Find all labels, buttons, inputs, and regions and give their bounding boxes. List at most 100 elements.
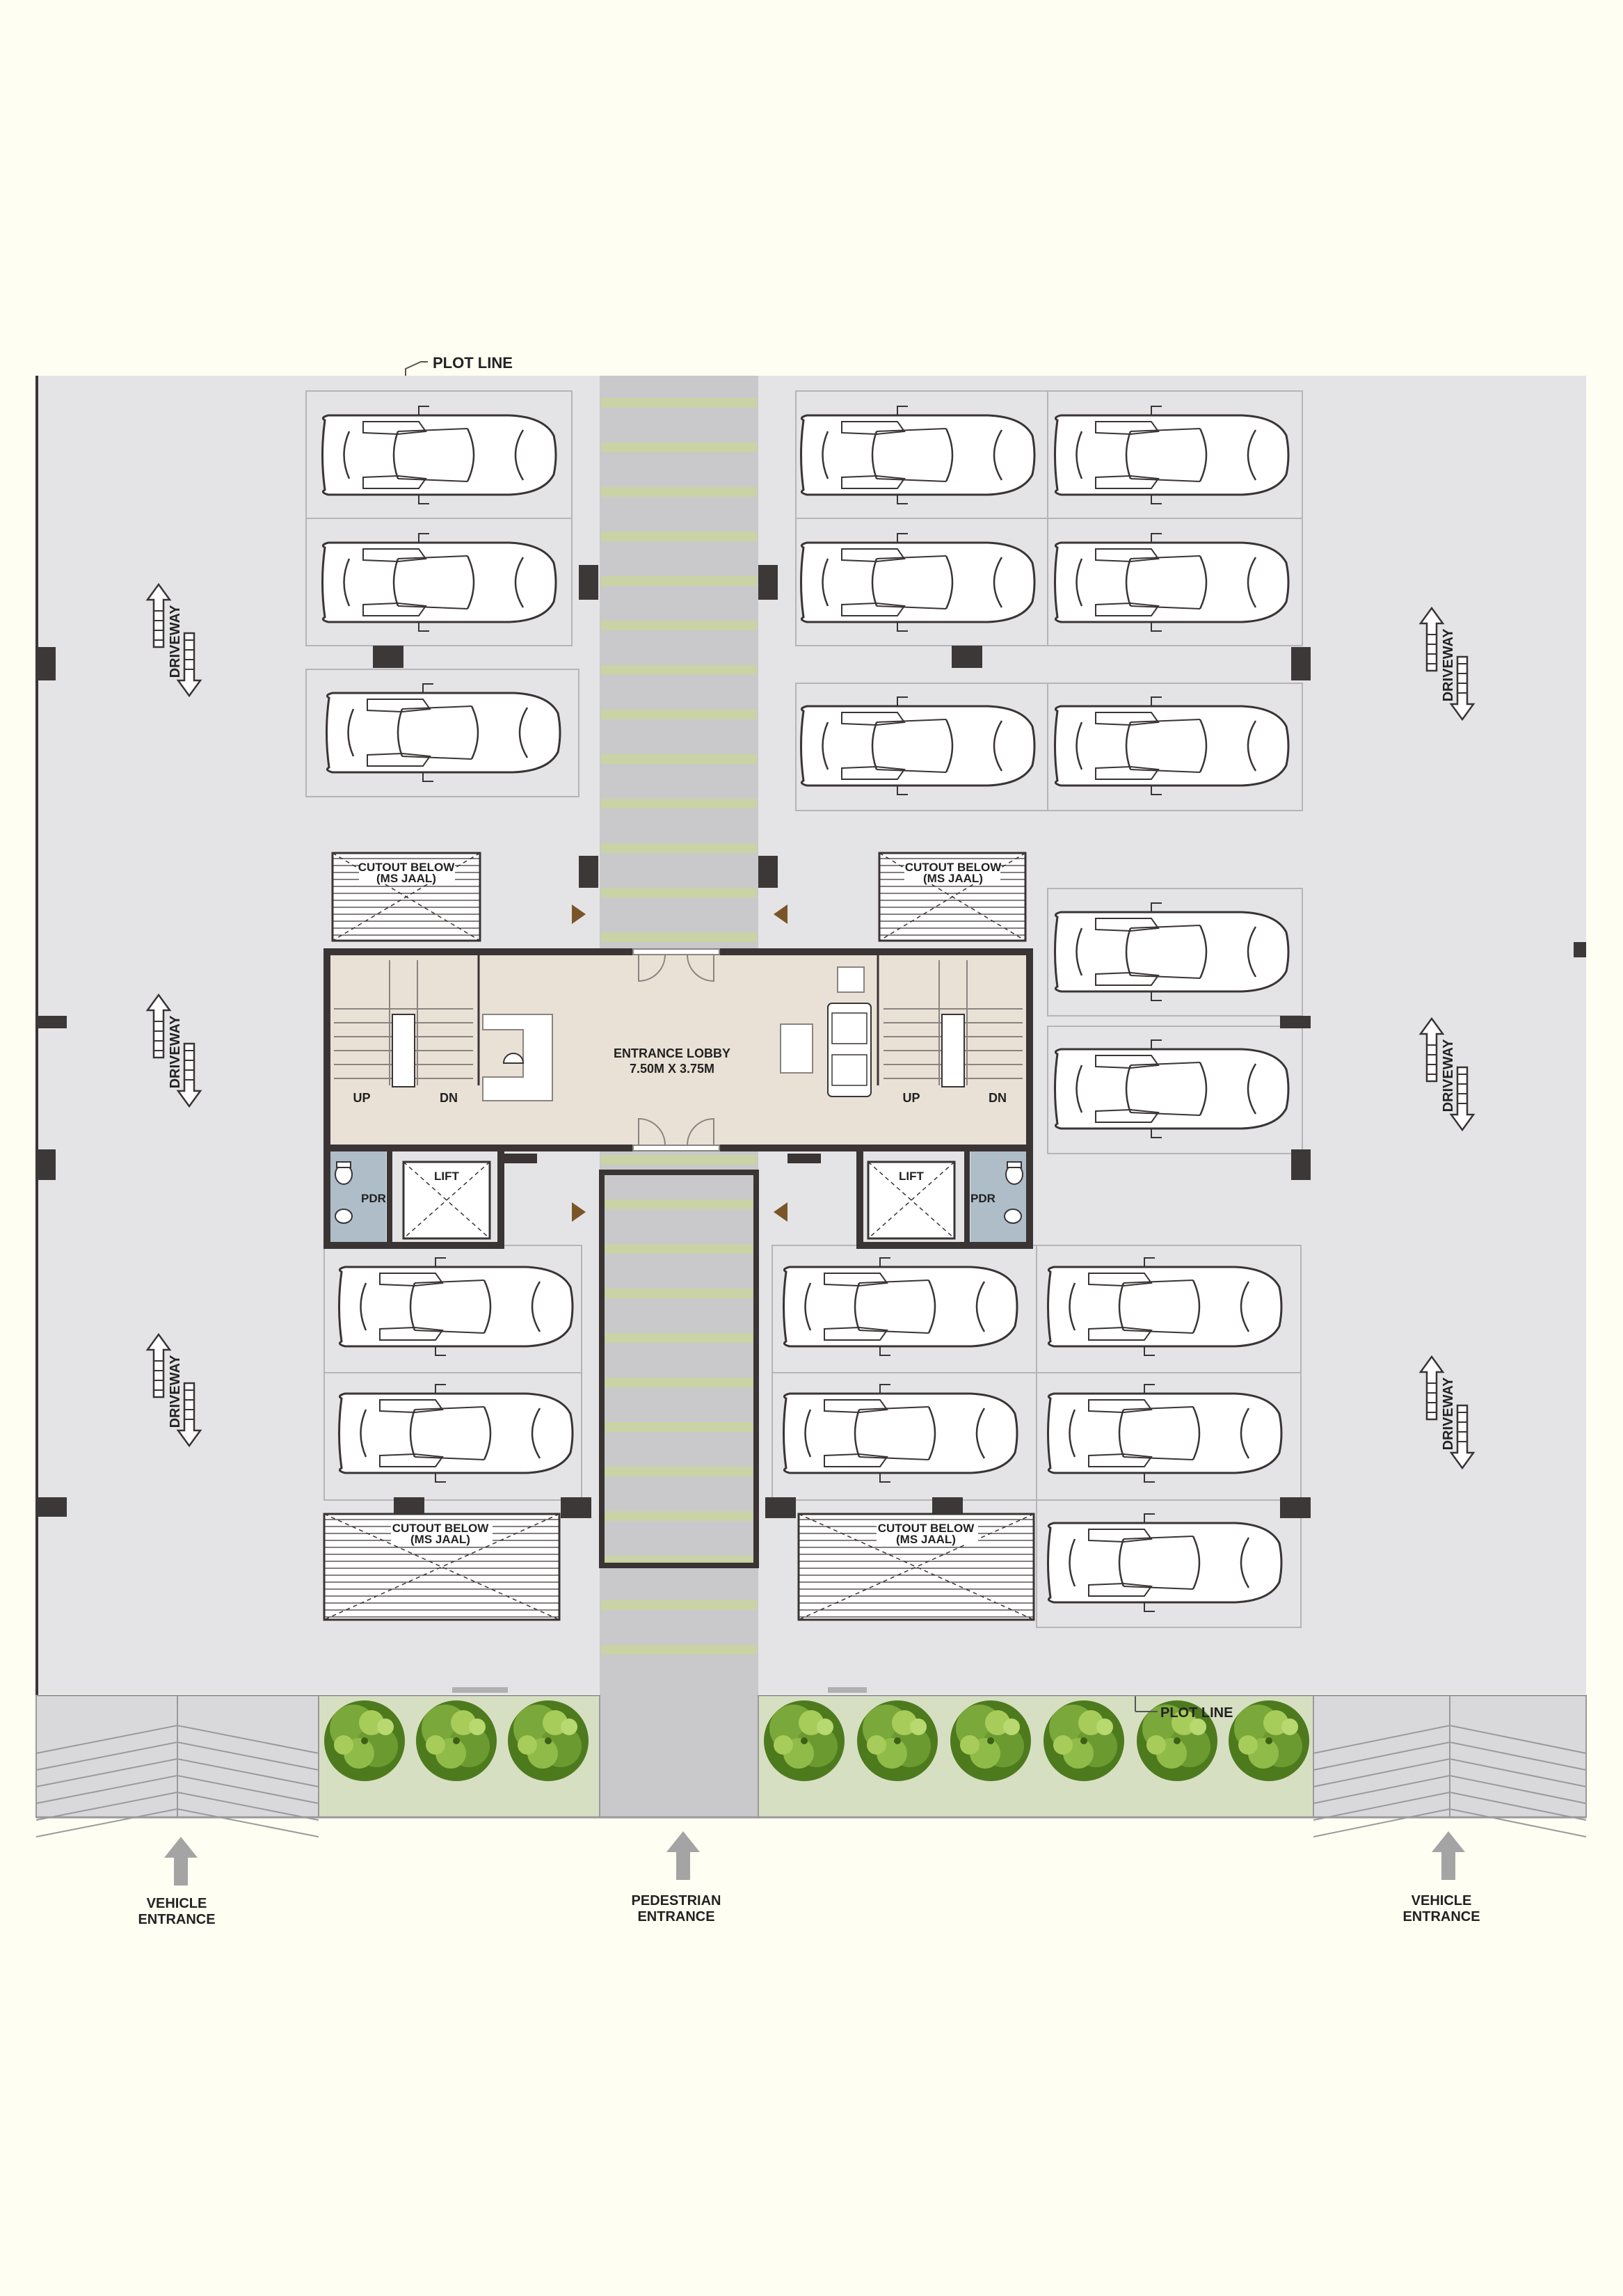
cutout-below [323, 852, 1035, 1621]
walkway-strip [601, 1511, 757, 1521]
entrance-vehicle-left: VEHICLE ENTRANCE [138, 1837, 216, 1927]
arrow-up-icon [164, 1837, 198, 1886]
cutout-label: CUTOUT BELOW [905, 861, 1002, 874]
entrance-label-sub: ENTRANCE [1402, 1909, 1480, 1924]
entrance-label-sub: ENTRANCE [138, 1912, 215, 1927]
walkway-strip [601, 1199, 757, 1209]
toilet-fixtures [335, 1161, 1023, 1224]
cutout-label-sub: (MS JAAL) [376, 872, 436, 885]
entry-markers [572, 904, 787, 1222]
stair-dn-label: DN [440, 1091, 458, 1105]
entrance-arrows: VEHICLE ENTRANCE PEDESTRIAN ENTRANCE VEH… [138, 1831, 1480, 1927]
plot-line-bottom-text: PLOT LINE [1160, 1705, 1233, 1721]
parking-stalls [305, 390, 1303, 1628]
driveway-label: DRIVEWAY [168, 1355, 183, 1428]
stair-left [334, 960, 473, 1087]
car-icon [1054, 1039, 1290, 1139]
stair-dn-label: DN [989, 1091, 1007, 1105]
walkway-strip [601, 398, 757, 408]
cutout-label: CUTOUT BELOW [358, 861, 455, 874]
walkway-strip [601, 1600, 757, 1610]
walkway-strip [601, 487, 757, 497]
tree-icon [416, 1700, 497, 1781]
car-icon [326, 683, 561, 783]
car-icon [321, 532, 557, 632]
pdr-label: PDR [970, 1192, 996, 1205]
entrance-pedestrian: PEDESTRIAN ENTRANCE [632, 1831, 721, 1924]
car-icon [1047, 1513, 1283, 1613]
driveway-label: DRIVEWAY [168, 1015, 183, 1089]
driveway-label: DRIVEWAY [1441, 1039, 1456, 1113]
plot-line-bottom-label: PLOT LINE [1135, 1696, 1233, 1721]
walkway-strip [601, 576, 757, 586]
driveway-marker: DRIVEWAY [1419, 1355, 1475, 1469]
walkway-strip [601, 532, 757, 541]
car-icon [1054, 902, 1290, 1002]
side-table [837, 966, 865, 993]
tree-icon [857, 1700, 938, 1781]
walkway-strip [601, 1378, 757, 1387]
cutout-label-sub: (MS JAAL) [923, 872, 983, 885]
lift-label: LIFT [434, 1170, 459, 1183]
car-icon [338, 1257, 574, 1357]
duct-marks [504, 1154, 821, 1163]
car-icon [1047, 1257, 1283, 1357]
lift-label: LIFT [899, 1170, 924, 1183]
plot-line-top-text: PLOT LINE [433, 354, 513, 372]
driveway-label: DRIVEWAY [1441, 1377, 1456, 1451]
walkway-strip [601, 1645, 757, 1655]
walkway-strip [601, 1289, 757, 1298]
coffee-table [780, 1023, 813, 1074]
walkway-strip [601, 1244, 757, 1254]
walkway-strip [601, 1155, 757, 1165]
car-icon [321, 405, 557, 505]
walkway-strip [601, 621, 757, 630]
walkway-strip [601, 710, 757, 719]
walkway-strip [601, 843, 757, 853]
lobby-size: 7.50M X 3.75M [630, 1062, 714, 1076]
driveway-label: DRIVEWAY [1441, 628, 1456, 702]
tree-icon [1044, 1700, 1124, 1781]
car-icon [800, 532, 1036, 632]
arrow-up-icon [666, 1831, 700, 1880]
car-icon [783, 1257, 1018, 1357]
walkway-strip [601, 443, 757, 452]
plot-line-top-label: PLOT LINE [405, 354, 513, 376]
car-icon [800, 696, 1036, 796]
walkway-strip [601, 1467, 757, 1476]
walkway-strip [601, 888, 757, 898]
driveway-label: DRIVEWAY [168, 605, 183, 678]
entrance-label: PEDESTRIAN [632, 1893, 721, 1908]
cutout-label-sub: (MS JAAL) [410, 1533, 470, 1546]
car-icon [1054, 532, 1290, 632]
tree-icon [1229, 1700, 1309, 1781]
building-core: UP DN UP DN ENTRANCE LOBBY 7.50M X 3.75M [323, 948, 1033, 1249]
tree-icon [764, 1700, 845, 1781]
entrance-vehicle-right: VEHICLE ENTRANCE [1402, 1831, 1480, 1924]
arrow-up-icon [1432, 1831, 1465, 1880]
cutout-label: CUTOUT BELOW [392, 1522, 489, 1535]
driveway-marker: DRIVEWAY [1419, 1017, 1475, 1131]
cutout-label-sub: (MS JAAL) [896, 1533, 956, 1546]
tree-icon [508, 1700, 589, 1781]
walkway-strip [601, 1422, 757, 1432]
cutout-label: CUTOUT BELOW [878, 1522, 975, 1535]
driveway-marker: DRIVEWAY [146, 1333, 202, 1447]
cutout-labels: CUTOUT BELOW (MS JAAL) CUTOUT BELOW (MS … [358, 860, 1002, 1546]
entrance-label-sub: ENTRANCE [637, 1909, 714, 1924]
car-icon [783, 1383, 1018, 1483]
sofa [827, 1003, 872, 1097]
reception-desk [482, 1014, 553, 1101]
car-icon [338, 1383, 574, 1483]
tree-icon [950, 1700, 1031, 1781]
driveway-marker: DRIVEWAY [146, 994, 202, 1108]
car-icon [800, 405, 1036, 505]
stair-up-label: UP [902, 1091, 920, 1105]
stair-right [884, 960, 1023, 1087]
lobby-title: ENTRANCE LOBBY [614, 1046, 730, 1060]
walkway-strip [601, 665, 757, 675]
pdr-label: PDR [361, 1192, 386, 1205]
lobby-doors [632, 948, 720, 1151]
driveway-marker: DRIVEWAY [146, 583, 202, 697]
